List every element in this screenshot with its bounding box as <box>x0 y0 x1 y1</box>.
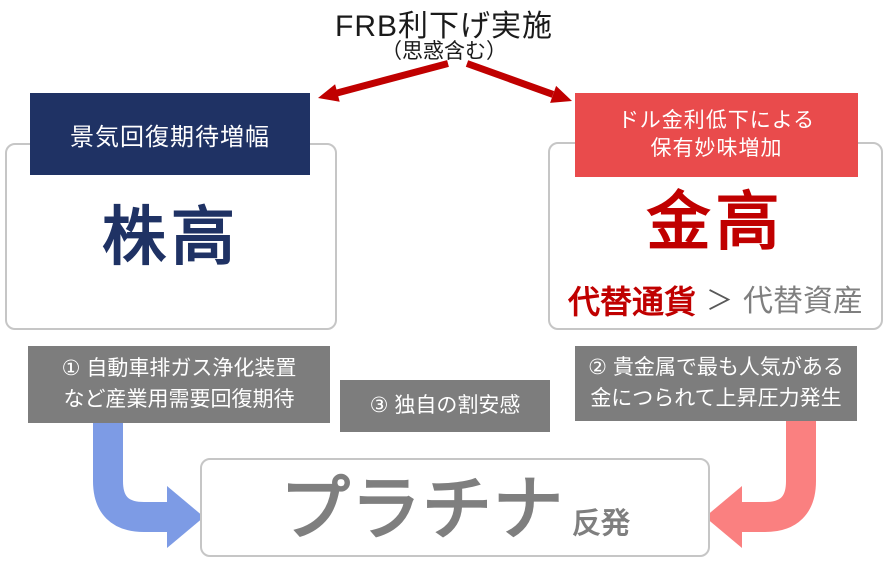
left-branch-header: 景気回復期待増幅 <box>30 93 310 175</box>
right-note-line2: 金につられて上昇圧力発生 <box>590 386 842 410</box>
pink-elbow-arrow-icon <box>705 418 816 548</box>
right-branch-header-line1: ドル金利低下による <box>617 108 816 132</box>
diagram-title: FRB利下げ実施 <box>335 10 553 43</box>
rebound-label: 反発 <box>571 508 630 540</box>
left-note-box: ① 自動車排ガス浄化装置 など産業用需要回復期待 <box>28 346 330 423</box>
stock-result-label: 株高 <box>102 200 240 273</box>
compare-left-label: 代替通貨 <box>567 283 696 320</box>
gold-result-label: 金高 <box>646 186 785 258</box>
compare-right-label: 代替資産 <box>743 284 863 318</box>
blue-elbow-arrow-icon <box>93 418 204 548</box>
split-arrow-left-icon <box>318 60 449 102</box>
greater-than-operator: ＞ <box>706 286 733 317</box>
diagram-subtitle: （思惑含む） <box>381 40 507 63</box>
split-arrow-right-icon <box>465 60 572 103</box>
comparison-row: 代替通貨 ＞ 代替資産 <box>568 286 863 318</box>
right-note-box: ② 貴金属で最も人気がある 金につられて上昇圧力発生 <box>575 346 857 421</box>
left-note-line2: など産業用需要回復期待 <box>63 387 295 411</box>
platinum-label: プラチナ <box>279 470 564 548</box>
platinum-card: プラチナ 反発 <box>200 458 710 557</box>
left-branch-header-label: 景気回復期待増幅 <box>70 123 270 151</box>
right-branch-header-line2: 保有妙味増加 <box>650 137 783 160</box>
center-note-label: ③ 独自の割安感 <box>369 393 521 417</box>
center-note-box: ③ 独自の割安感 <box>340 380 550 432</box>
right-note-line1: ② 貴金属で最も人気がある <box>588 356 844 380</box>
left-note-line1: ① 自動車排ガス浄化装置 <box>61 357 297 381</box>
right-branch-header: ドル金利低下による 保有妙味増加 <box>575 93 858 177</box>
